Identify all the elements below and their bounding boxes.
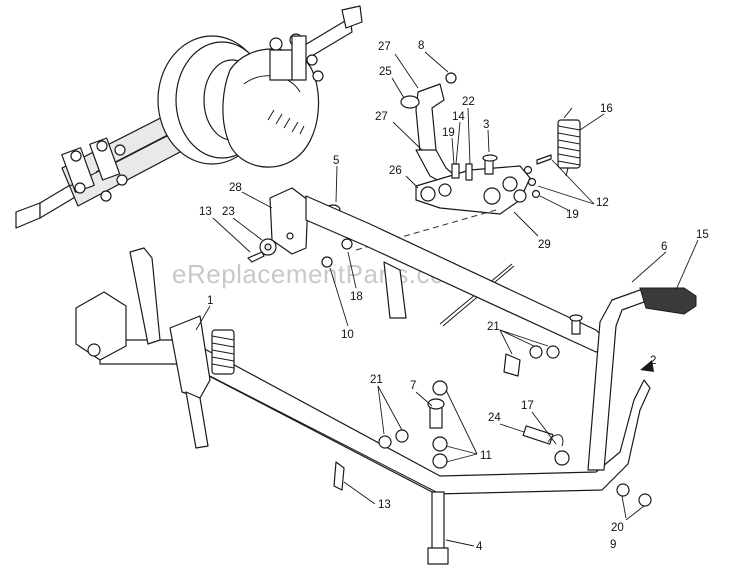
callout-21: 21	[487, 321, 500, 333]
spring-16	[557, 107, 581, 177]
transaxle	[15, 5, 363, 229]
callout-13: 13	[378, 499, 391, 511]
callout-14: 14	[452, 111, 465, 123]
callout-5: 5	[333, 155, 339, 167]
callouts: 27 8 25 22 14 3 27 19 16 5 26 12 19 28 1…	[199, 40, 709, 553]
callout-3: 3	[483, 119, 489, 131]
upper-linkage	[400, 72, 581, 215]
callout-11: 11	[480, 450, 492, 462]
callout-25: 25	[379, 66, 392, 78]
callout-18: 18	[350, 291, 363, 303]
callout-27: 27	[378, 41, 391, 53]
callout-4: 4	[476, 541, 483, 553]
callout-17: 17	[521, 400, 534, 412]
callout-22: 22	[462, 96, 475, 108]
callout-10: 10	[341, 329, 354, 341]
callout-26: 26	[389, 165, 402, 177]
leader-lines	[195, 51, 699, 547]
main-frame	[75, 195, 652, 565]
callout-6: 6	[661, 241, 667, 253]
callout-19: 19	[442, 127, 455, 139]
callout-28: 28	[229, 182, 242, 194]
callout-16: 16	[600, 103, 613, 115]
callout-12: 12	[596, 197, 609, 209]
callout-20: 20	[611, 522, 624, 534]
callout-23: 23	[222, 206, 235, 218]
callout-2: 2	[650, 355, 656, 367]
callout-21: 21	[370, 374, 383, 386]
callout-15: 15	[696, 229, 709, 241]
callout-8: 8	[418, 40, 424, 52]
callout-13: 13	[199, 206, 212, 218]
callout-24: 24	[488, 412, 501, 424]
callout-1: 1	[207, 295, 213, 307]
callout-27: 27	[375, 111, 388, 123]
callout-7: 7	[410, 380, 416, 392]
callout-29: 29	[538, 239, 551, 251]
lift-handle	[587, 287, 697, 471]
callout-19: 19	[566, 209, 579, 221]
arrow-2	[640, 360, 654, 372]
callout-9: 9	[610, 539, 616, 551]
